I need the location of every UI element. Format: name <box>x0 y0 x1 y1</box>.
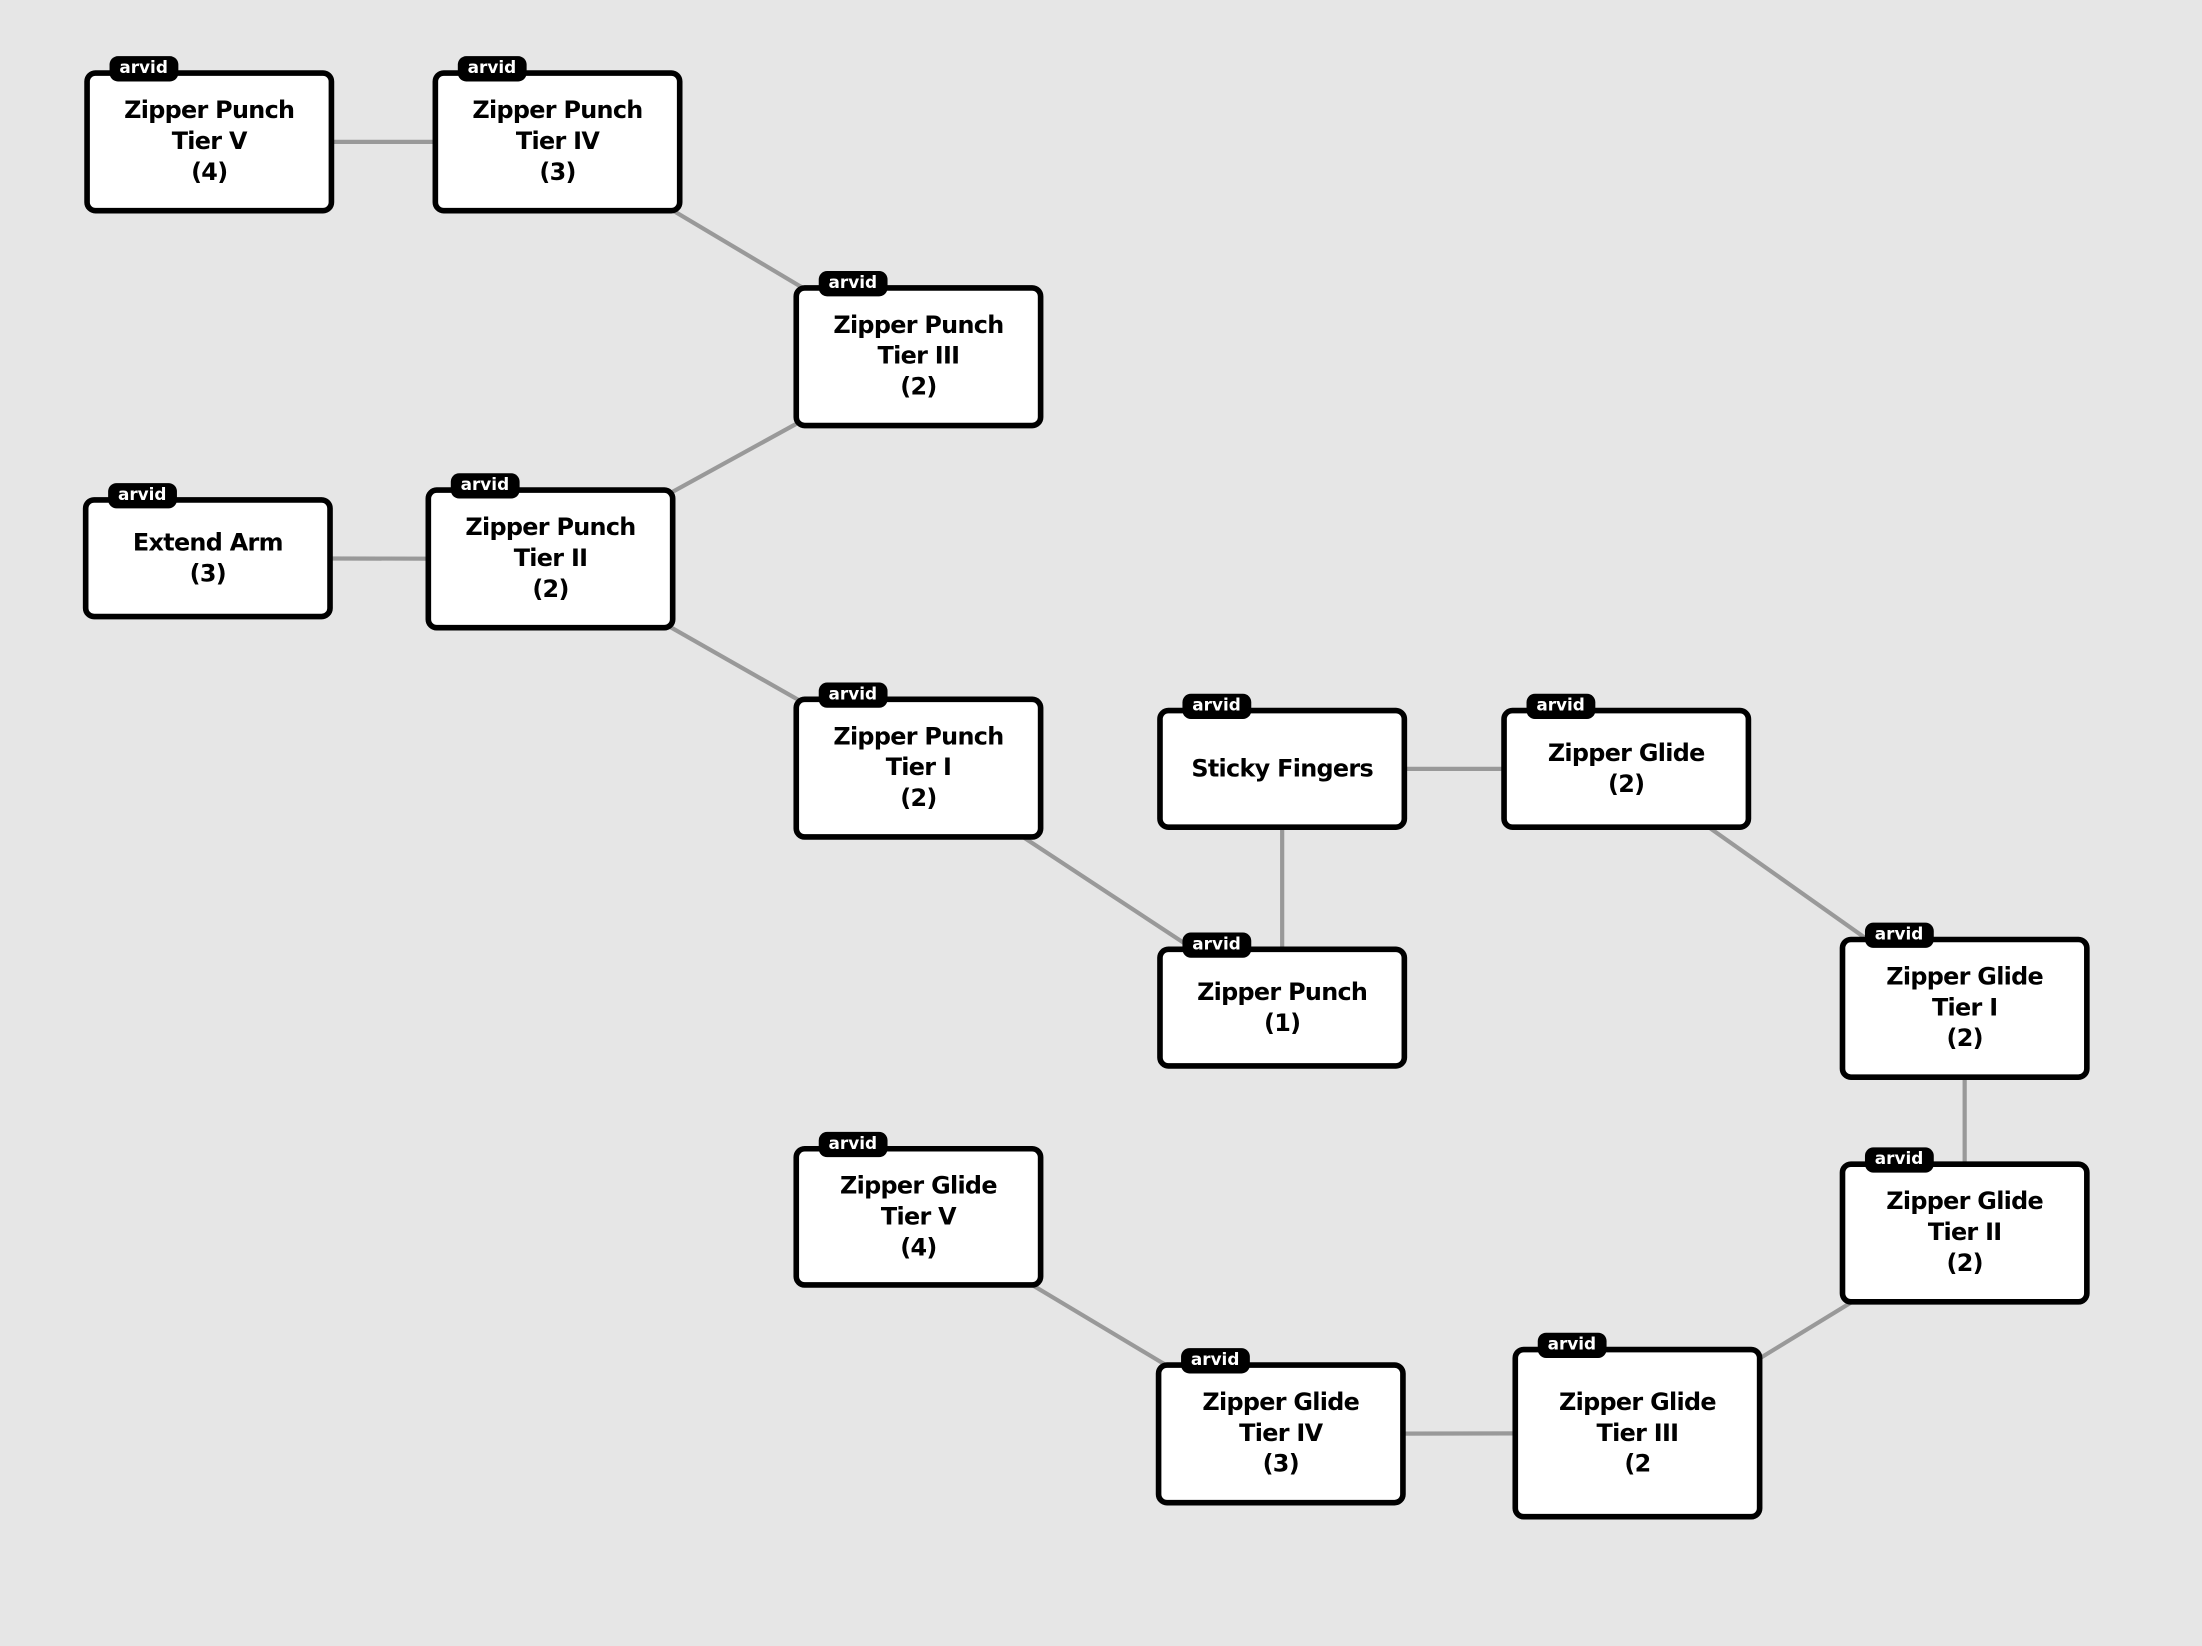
owner-tag: arvid <box>1864 1147 1934 1173</box>
owner-tag: arvid <box>1182 693 1251 720</box>
node-label-line: Tier III <box>877 342 960 371</box>
owner-tag: arvid <box>1526 693 1595 720</box>
node-label-line: Zipper Punch <box>833 311 1004 340</box>
node-label-line: Tier II <box>1927 1218 2002 1248</box>
node-label-line: Tier III <box>1596 1419 1679 1448</box>
owner-tag: arvid <box>457 56 526 82</box>
node-label-line: (3) <box>189 559 227 588</box>
node-label-line: Zipper Glide <box>1547 739 1705 768</box>
owner-tag: arvid <box>1864 922 1934 948</box>
owner-tag: arvid <box>108 483 177 509</box>
node-label-line: (1) <box>1263 1009 1301 1038</box>
node-label-line: Tier IV <box>515 127 600 156</box>
node-label-line: Zipper Punch <box>124 96 295 125</box>
node-label-line: (3) <box>539 158 576 187</box>
owner-tag: arvid <box>1182 932 1251 958</box>
owner-tag: arvid <box>450 473 519 499</box>
owner-tag: arvid <box>109 56 178 82</box>
node-label-line: (2) <box>1608 770 1645 799</box>
node-label-line: Tier I <box>1931 994 1998 1023</box>
node-label-line: (2) <box>900 785 937 814</box>
node-label-line: Tier II <box>513 544 588 573</box>
node-label-line: Sticky Fingers <box>1191 754 1373 783</box>
node-label-line: Zipper Glide <box>1886 1188 2044 1217</box>
owner-tag: arvid <box>818 271 887 297</box>
node-label-line: Zipper Punch <box>1197 978 1368 1007</box>
node-label-line: (2) <box>1946 1025 1984 1054</box>
node-label-line: Zipper Punch <box>472 96 643 125</box>
node-label-line: Zipper Glide <box>1886 963 2044 992</box>
node-label-line: Tier V <box>171 127 248 156</box>
node-label-line: Zipper Glide <box>1202 1388 1360 1417</box>
node-label-line: (2) <box>532 575 569 604</box>
node-label-line: (2 <box>1624 1449 1651 1479</box>
node-label-line: Zipper Punch <box>465 513 636 543</box>
owner-tag: arvid <box>818 682 887 708</box>
node-label-line: Tier V <box>880 1202 957 1231</box>
node-label-line: Zipper Glide <box>1559 1388 1716 1417</box>
node-label-line: Zipper Glide <box>840 1171 997 1201</box>
node-label-line: (2) <box>1946 1249 1984 1278</box>
node-label-line: Tier I <box>885 754 952 783</box>
node-label-line: (4) <box>191 158 228 187</box>
node-label-line: Extend Arm <box>132 528 284 557</box>
node-label-line: (4) <box>900 1233 937 1262</box>
owner-tag: arvid <box>1181 1348 1250 1374</box>
node-label-line: (3) <box>1262 1450 1300 1479</box>
node-label-line: (2) <box>900 373 937 402</box>
owner-tag: arvid <box>818 1131 887 1158</box>
node-label-line: Tier IV <box>1239 1419 1323 1448</box>
node-label-line: Zipper Punch <box>833 723 1004 752</box>
owner-tag: arvid <box>1537 1332 1606 1358</box>
